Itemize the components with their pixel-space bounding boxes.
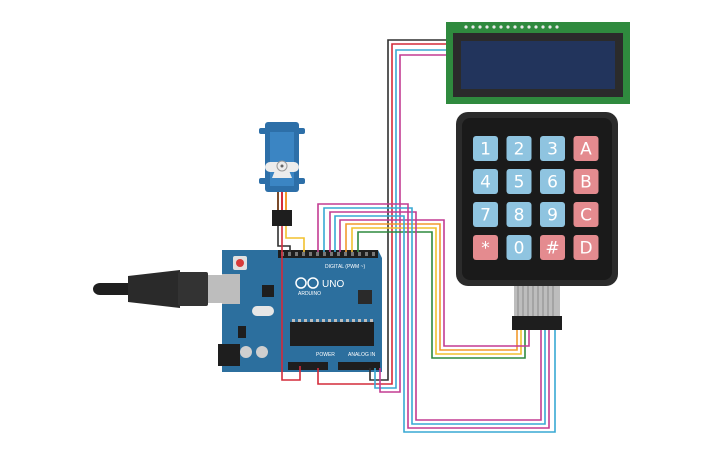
keypad-key-label: D bbox=[579, 239, 592, 259]
analog-label: ANALOG IN bbox=[348, 352, 376, 358]
keypad-ribbon bbox=[512, 286, 562, 330]
keypad-key-label: A bbox=[580, 140, 592, 160]
power-header bbox=[288, 362, 328, 370]
digital-header bbox=[278, 250, 378, 258]
atmega-chip bbox=[290, 322, 374, 346]
keypad-key bbox=[473, 169, 498, 194]
keypad-key bbox=[540, 235, 565, 260]
keypad-key-label: * bbox=[481, 239, 490, 259]
keypad-key bbox=[506, 136, 532, 161]
analog-header bbox=[338, 362, 380, 370]
lcd-display bbox=[446, 22, 630, 104]
arduino-board: DIGITAL (PWM ~) ARDUINO UNO POWER ANALOG… bbox=[218, 250, 382, 372]
power-jack bbox=[218, 344, 240, 366]
keypad-key bbox=[573, 202, 599, 227]
power-label: POWER bbox=[316, 352, 335, 358]
keypad-key bbox=[573, 235, 599, 260]
keypad-key bbox=[506, 235, 532, 260]
keypad-key bbox=[573, 169, 599, 194]
lcd-screen bbox=[461, 41, 615, 89]
keypad-key-label: 5 bbox=[514, 173, 525, 193]
arduino-logo: ARDUINO UNO bbox=[295, 277, 344, 297]
keypad-key bbox=[540, 169, 565, 194]
keypad-key-label: 3 bbox=[547, 140, 558, 160]
keypad-connector bbox=[512, 316, 562, 330]
keypad-key-label: 0 bbox=[514, 239, 525, 259]
keypad-key bbox=[573, 136, 599, 161]
keypad-key bbox=[473, 202, 498, 227]
keypad-key bbox=[540, 202, 565, 227]
keypad-key-label: 9 bbox=[547, 206, 558, 226]
keypad-key-label: 1 bbox=[480, 140, 491, 160]
keypad-key bbox=[506, 202, 532, 227]
keypad-key-label: 6 bbox=[547, 173, 558, 193]
servo-motor bbox=[259, 122, 305, 226]
keypad-key-label: 8 bbox=[514, 206, 525, 226]
usb-cable bbox=[93, 270, 234, 308]
keypad-key-label: 2 bbox=[514, 140, 525, 160]
keypad-key-label: # bbox=[545, 239, 559, 259]
brand-label: ARDUINO bbox=[298, 291, 321, 297]
keypad-key bbox=[473, 136, 498, 161]
keypad-key-label: C bbox=[580, 206, 592, 226]
keypad-key-label: 7 bbox=[480, 206, 491, 226]
reset-button bbox=[236, 259, 244, 267]
keypad-key-label: 4 bbox=[480, 173, 491, 193]
keypad-key bbox=[540, 136, 565, 161]
keypad-key bbox=[473, 235, 498, 260]
keypad: 1 2 3 A 4 5 6 B 7 8 9 C * 0 # D bbox=[456, 112, 618, 330]
servo-connector bbox=[272, 210, 292, 226]
model-label: UNO bbox=[322, 279, 344, 290]
wires bbox=[277, 39, 556, 433]
keypad-key bbox=[506, 169, 532, 194]
keypad-key-label: B bbox=[580, 173, 592, 193]
digital-label: DIGITAL (PWM ~) bbox=[325, 264, 365, 270]
